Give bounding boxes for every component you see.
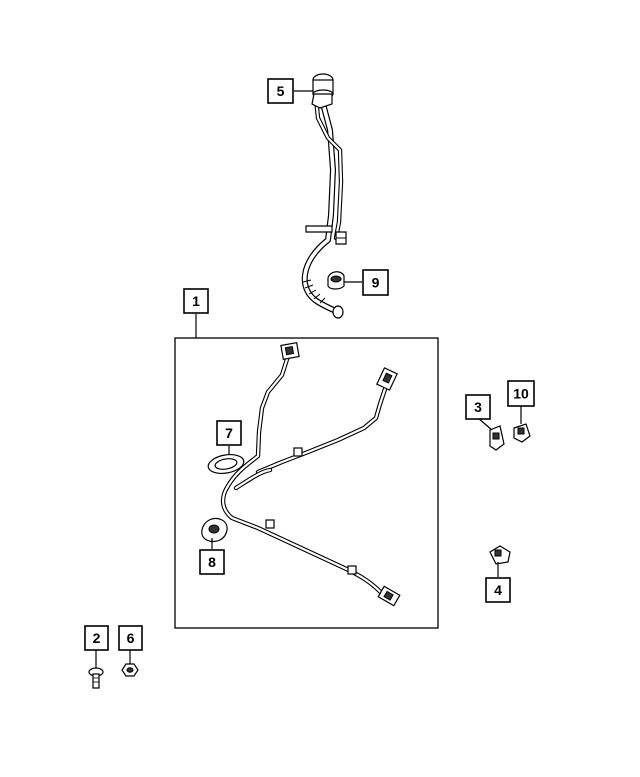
callout-5: 5 <box>267 78 294 104</box>
part-4-clip[interactable] <box>489 545 511 565</box>
callout-8: 8 <box>199 549 225 575</box>
callout-9-label: 9 <box>372 275 380 291</box>
callout-3: 3 <box>465 394 491 420</box>
part-6-nut[interactable] <box>121 663 139 677</box>
callout-7-label: 7 <box>225 425 233 441</box>
callout-5-label: 5 <box>277 83 285 99</box>
callout-10-label: 10 <box>513 386 529 402</box>
callout-6: 6 <box>118 625 143 651</box>
callout-3-label: 3 <box>474 399 482 415</box>
corrugated-section <box>302 279 326 304</box>
part-9-clip[interactable] <box>327 271 345 290</box>
callout-1: 1 <box>183 288 209 314</box>
callout-2: 2 <box>84 625 109 651</box>
callout-1-label: 1 <box>192 293 200 309</box>
filler-tube-clip <box>335 231 347 245</box>
callout-6-label: 6 <box>127 630 135 646</box>
fuel-vapor-tube-harness[interactable] <box>220 342 401 607</box>
callout-10: 10 <box>507 380 535 407</box>
part-10-clip[interactable] <box>513 423 531 443</box>
part-7-grommet[interactable] <box>207 452 246 476</box>
part-3-clip[interactable] <box>489 425 505 451</box>
part-8-grommet[interactable] <box>201 517 228 543</box>
callout-4-label: 4 <box>494 582 502 598</box>
callout-7: 7 <box>216 420 242 446</box>
filler-tube-assembly[interactable] <box>301 73 344 319</box>
part-2-screw[interactable] <box>88 667 104 689</box>
callout-8-label: 8 <box>208 554 216 570</box>
leader-lines <box>95 90 522 668</box>
callout-4: 4 <box>485 577 511 603</box>
callout-9: 9 <box>362 269 389 296</box>
part-1-group-frame <box>174 337 439 629</box>
callout-2-label: 2 <box>93 630 101 646</box>
